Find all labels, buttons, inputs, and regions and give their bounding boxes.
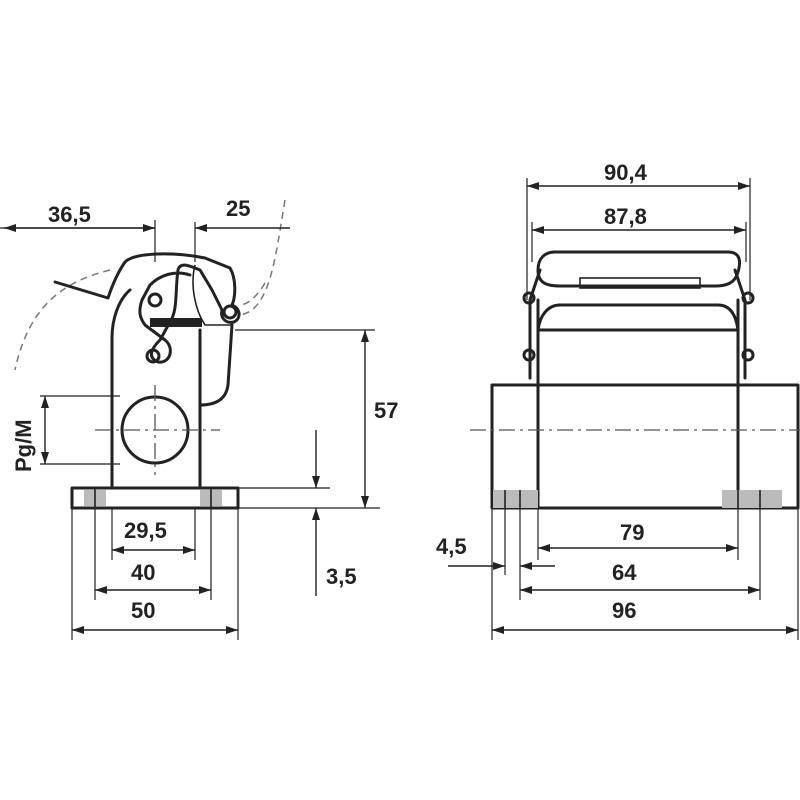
dim-label-36-5: 36,5: [48, 202, 91, 227]
dim-label-3-5: 3,5: [326, 564, 357, 589]
housing-side-outline: [110, 288, 234, 490]
dim-label-96: 96: [612, 598, 636, 623]
dim-label-25: 25: [226, 196, 250, 221]
dim-label-40: 40: [131, 560, 155, 585]
lever-swing-path: [14, 199, 286, 371]
dim-label-79: 79: [620, 520, 644, 545]
dim-label-4-5: 4,5: [436, 534, 467, 559]
lever-pivot-top: [147, 292, 163, 308]
lever-pivot-bottom: [145, 348, 161, 364]
dim-label-57: 57: [374, 398, 398, 423]
lever-pivot-right: [222, 304, 238, 320]
dim-label-50: 50: [131, 598, 155, 623]
dim-label-87-8: 87,8: [604, 204, 647, 229]
dim-label-64: 64: [612, 560, 637, 585]
front-view: 90,4 87,8 79 4,5 64 96: [436, 160, 800, 640]
side-view: 36,5 25 57 Pg/M 3,5 29,5 40 50: [0, 196, 398, 640]
base-flange: [70, 486, 240, 510]
dim-label-pgm: Pg/M: [11, 419, 36, 472]
front-bracket-left: [528, 268, 542, 380]
front-lever-plate: [579, 277, 701, 289]
locking-lever: [53, 252, 241, 364]
front-bracket-right: [733, 268, 747, 380]
front-flange-slot-left: [493, 490, 538, 508]
dim-label-29-5: 29,5: [124, 518, 167, 543]
front-housing-body: [536, 328, 740, 510]
lever-pin-bar: [150, 318, 202, 327]
dim-label-90-4: 90,4: [604, 160, 648, 185]
front-lever-bar: [536, 250, 742, 288]
front-flange-slot-right: [722, 490, 782, 508]
